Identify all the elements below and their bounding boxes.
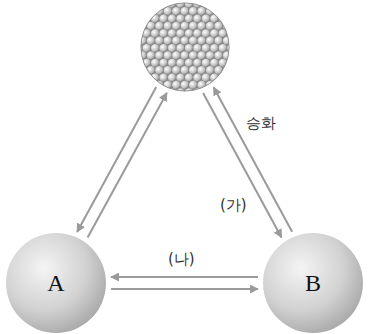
edge-label: 승화 [244,114,278,132]
phase-change-arrow [88,93,167,238]
phase-change-arrow [111,288,258,290]
phase-change-arrow [111,276,258,278]
state-letter: A [47,270,64,297]
edge-label: (나) [166,250,197,268]
phase-change-arrow [203,93,281,238]
phase-change-arrow [77,87,156,232]
particle-circle: B [262,232,364,334]
particle-circle: A [5,232,107,334]
phase-change-arrow [214,87,293,232]
state-letter: B [305,270,321,297]
solid-sphere [140,2,230,92]
solid-particles [140,2,230,92]
edge-label: (가) [218,196,249,214]
